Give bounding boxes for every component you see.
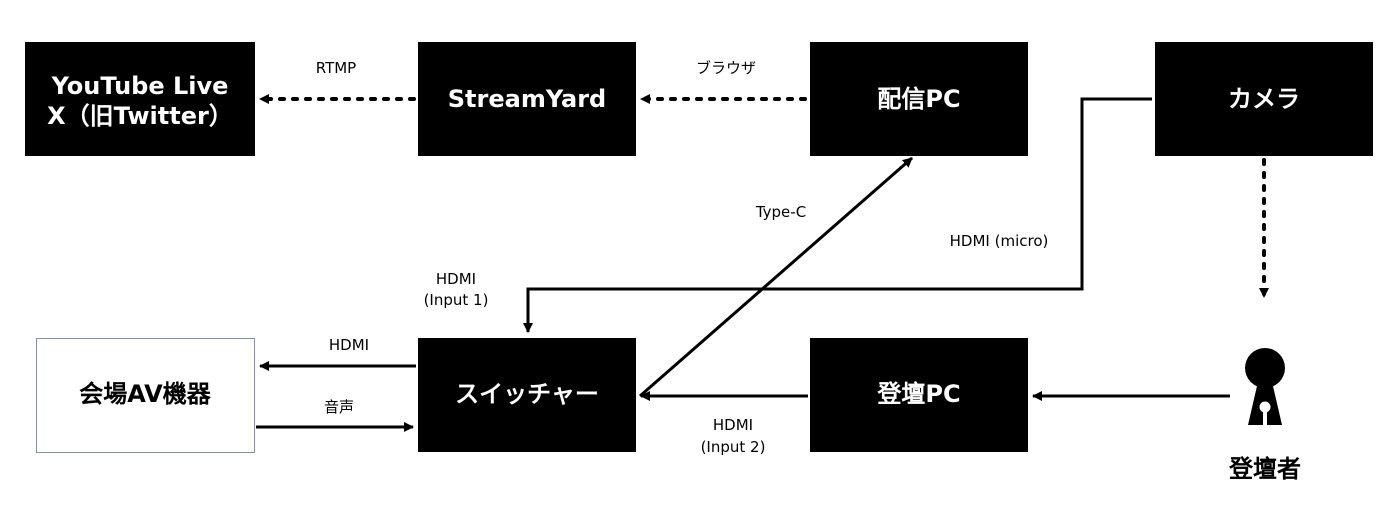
camera-node: カメラ <box>1155 42 1373 156</box>
hdmi-out-label: HDMI <box>329 336 369 354</box>
youtube-live-label: YouTube Live <box>51 72 229 100</box>
switcher-label: スイッチャー <box>455 380 599 408</box>
speaker-pc-node: 登壇PC <box>810 338 1028 452</box>
input1-label-line1: HDMI <box>436 270 476 288</box>
streaming-pc-label: 配信PC <box>877 85 960 113</box>
input2-label-line2: (Input 2) <box>701 438 766 456</box>
input2-label-line1: HDMI <box>713 416 753 434</box>
rtmp-label: RTMP <box>316 59 356 77</box>
venue-av-node: 会場AV機器 <box>36 338 255 453</box>
hdmi-micro-label: HDMI (micro) <box>950 232 1049 250</box>
x-twitter-label: X（旧Twitter） <box>47 102 233 130</box>
speaker-pc-label: 登壇PC <box>876 380 960 408</box>
input1-label-line2: (Input 1) <box>424 291 489 309</box>
camera-label: カメラ <box>1228 85 1300 113</box>
streaming-pc-node: 配信PC <box>810 42 1028 156</box>
hdmi-micro-edge <box>523 97 1152 333</box>
youtube-live-node: YouTube Live X（旧Twitter） <box>25 42 255 156</box>
browser-label: ブラウザ <box>696 59 756 77</box>
type-c-edge <box>639 156 913 398</box>
switcher-node: スイッチャー <box>418 338 636 452</box>
audio-label: 音声 <box>324 398 354 416</box>
type-c-label: Type-C <box>755 203 806 221</box>
streamyard-label: StreamYard <box>448 85 606 113</box>
person-icon <box>1245 348 1285 425</box>
venue-av-label: 会場AV機器 <box>79 380 212 408</box>
streamyard-node: StreamYard <box>418 42 636 156</box>
speaker-label: 登壇者 <box>1228 455 1301 483</box>
